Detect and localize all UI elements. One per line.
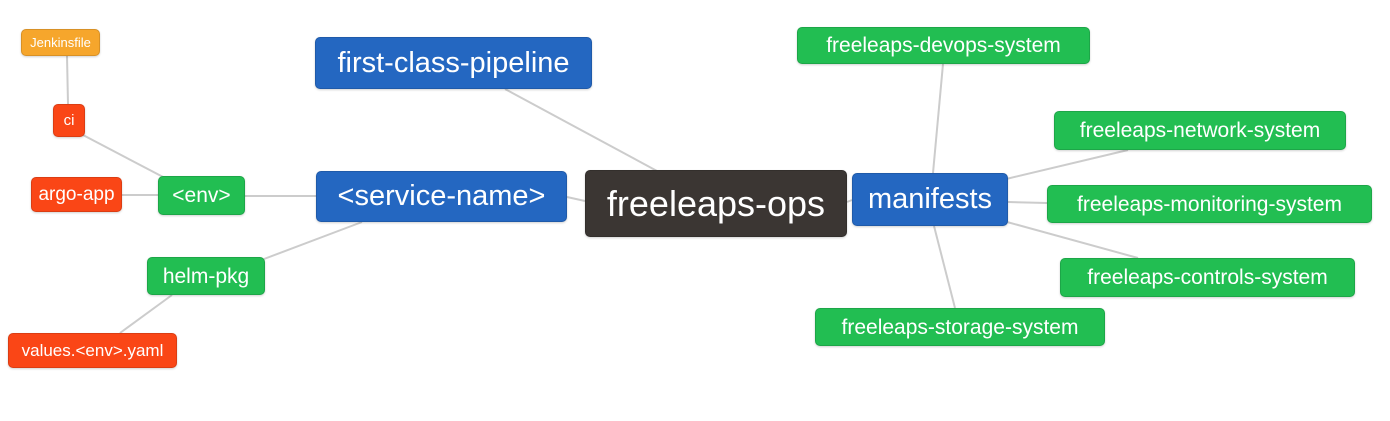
node-helm-pkg[interactable]: helm-pkg [147,257,265,295]
edge-freeleaps-ops--manifests [846,199,853,203]
edge-service-name--helm-pkg [263,221,363,260]
node-freeleaps-network-system[interactable]: freeleaps-network-system [1054,111,1346,150]
node-manifests[interactable]: manifests [852,173,1008,226]
edge-helm-pkg--values-env-yaml [119,294,173,334]
edge-jenkinsfile--ci [66,55,69,105]
node-freeleaps-devops-system[interactable]: freeleaps-devops-system [797,27,1090,64]
node-jenkinsfile[interactable]: Jenkinsfile [21,29,100,56]
node-first-class-pipeline[interactable]: first-class-pipeline [315,37,592,89]
node-freeleaps-monitoring-system[interactable]: freeleaps-monitoring-system [1047,185,1372,223]
node-ci[interactable]: ci [53,104,85,137]
edge-first-class-pipeline--freeleaps-ops [504,88,658,172]
edge-manifests--freeleaps-storage-system [933,225,956,309]
edge-ci--env [82,134,166,179]
edge-manifests--freeleaps-monitoring-system [1007,201,1048,204]
node-argo-app[interactable]: argo-app [31,177,122,212]
edge-service-name--freeleaps-ops [566,196,586,202]
node-env[interactable]: <env> [158,176,245,215]
node-values-env-yaml[interactable]: values.<env>.yaml [8,333,177,368]
edge-manifests--freeleaps-devops-system [932,63,944,174]
node-freeleaps-ops[interactable]: freeleaps-ops [585,170,847,237]
edge-manifests--freeleaps-controls-system [1006,221,1139,259]
edge-manifests--freeleaps-network-system [1005,149,1129,180]
node-freeleaps-controls-system[interactable]: freeleaps-controls-system [1060,258,1355,297]
node-service-name[interactable]: <service-name> [316,171,567,222]
node-freeleaps-storage-system[interactable]: freeleaps-storage-system [815,308,1105,346]
